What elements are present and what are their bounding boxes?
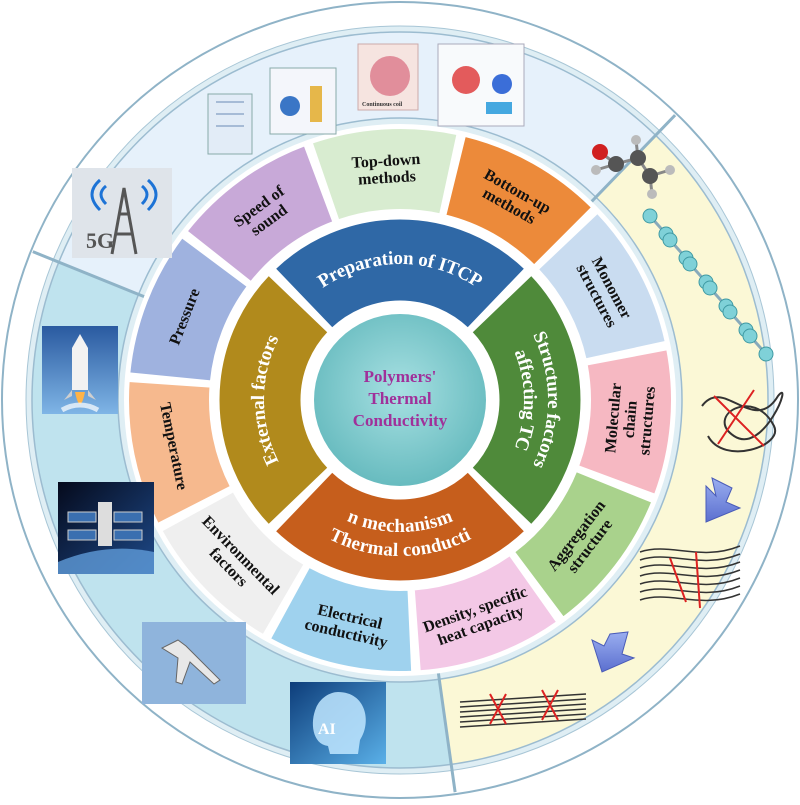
prep-fig-1 [207, 93, 253, 155]
segment-electrical: Electricalconductivity [268, 565, 414, 673]
topic-external: External factors [216, 271, 332, 529]
tower-label: 5G [86, 228, 114, 253]
fighter-jet-icon [142, 622, 246, 704]
segment-pressure: Pressure [128, 235, 250, 383]
segment-top-down-fill [310, 127, 459, 222]
application-illustration-band [31, 261, 453, 769]
segment-label-line: Top-down [351, 151, 421, 172]
segment-bottom-up: Bottom-upmethods [444, 134, 594, 267]
center-title-line: Thermal [368, 389, 432, 408]
ai-head-icon: AI [290, 682, 386, 764]
down-arrow-icon [705, 477, 742, 523]
segment-speed-of-sound-fill [185, 143, 335, 284]
monomer-molecule-icon [591, 135, 675, 199]
down-arrow-icon [591, 631, 636, 673]
topic-structure-fill [468, 271, 584, 529]
partially-aligned-chain-icon [639, 545, 741, 609]
segment-aggregation-fill [512, 469, 654, 619]
topic-external-fill [216, 271, 332, 529]
center-title-line: Polymers' [364, 367, 437, 386]
center-disc [314, 314, 486, 486]
ai-label: AI [318, 721, 336, 738]
topic-preparation-fill [271, 216, 529, 332]
prep-fig-3-caption: Continuous coil [362, 102, 403, 108]
segment-density-fill [412, 553, 559, 673]
topic-mechanism-fill [271, 468, 529, 584]
segment-top-down: Top-downmethods [310, 127, 459, 222]
segment-monomer: Monomerstructures [536, 211, 667, 361]
segment-molecular-chain: Molecularchainstructures [576, 348, 673, 497]
space-station-icon [58, 482, 154, 574]
illustration-icons: 5G AI Continuous coil [42, 43, 784, 764]
segment-monomer-fill [536, 211, 667, 361]
segment-electrical-fill [268, 565, 414, 673]
segment-top-down-label: Top-downmethods [351, 151, 422, 189]
band-divider [436, 673, 457, 793]
aligned-chain-icon [459, 689, 587, 728]
segment-environmental-fill [160, 489, 306, 637]
amorphous-chain-icon [701, 389, 784, 453]
segment-label-line: Molecular [602, 382, 625, 453]
segment-aggregation: Aggregationstructure [512, 469, 654, 619]
segment-label-line: structures [636, 386, 659, 456]
segment-label-line: chain [621, 400, 641, 439]
segment-pressure-fill [128, 235, 250, 383]
topic-preparation: Preparation of ITCP [271, 216, 529, 332]
5g-tower-icon: 5G [72, 168, 172, 258]
segment-speed-of-sound: Speed ofsound [185, 143, 335, 284]
segment-molecular-chain-label: Molecularchainstructures [602, 382, 659, 456]
band-divider [32, 250, 145, 298]
segment-environmental: Environmentalfactors [160, 489, 306, 637]
segment-label-line: methods [358, 168, 417, 188]
preparation-schematic-icon: Continuous coil [207, 43, 525, 155]
polymer-chain-molecule-icon [642, 208, 774, 362]
prep-fig-2 [269, 67, 337, 135]
structure-illustration-band [438, 134, 769, 766]
center-title-line: Conductivity [353, 411, 448, 430]
segment-molecular-chain-fill [576, 348, 673, 497]
segment-density: Density, specificheat capacity [412, 553, 559, 673]
segment-bottom-up-fill [444, 134, 594, 267]
rocket-launch-icon [42, 326, 118, 414]
